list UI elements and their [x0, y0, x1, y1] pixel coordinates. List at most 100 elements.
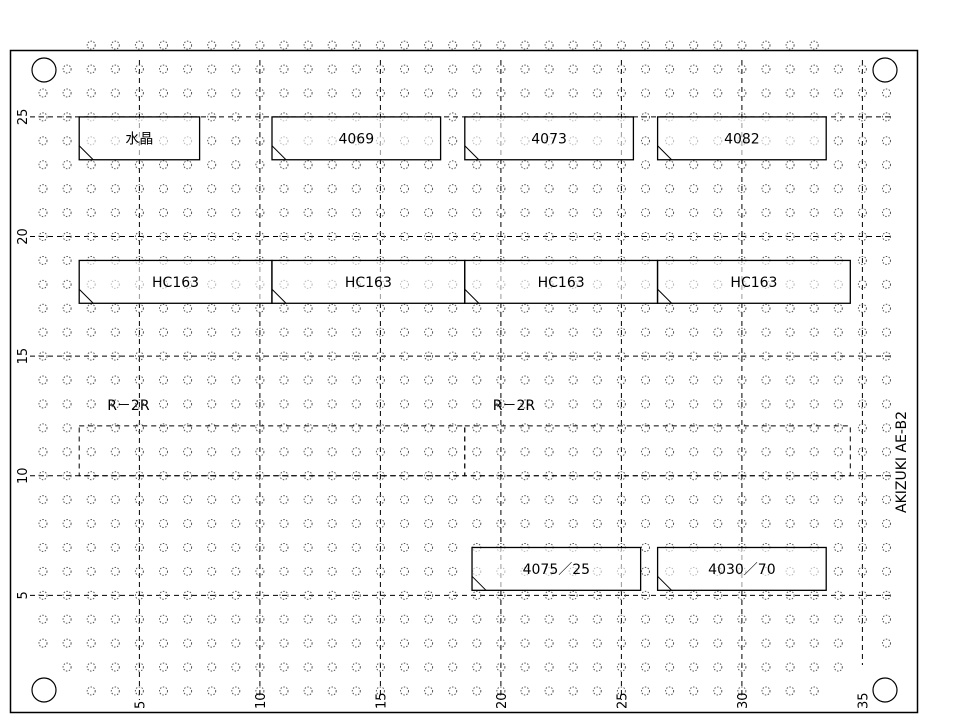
pad-hole [616, 327, 626, 337]
pad-hole [833, 327, 843, 337]
pad-hole [857, 327, 867, 337]
pad-hole [785, 423, 795, 433]
pad-hole [327, 303, 337, 313]
pad-hole [448, 184, 458, 194]
pad-hole [351, 638, 361, 648]
pad-hole [665, 614, 675, 624]
pad-hole [424, 542, 434, 552]
pad-hole [857, 184, 867, 194]
pad-hole [833, 208, 843, 218]
pad-hole [375, 64, 385, 74]
pad-hole [592, 40, 602, 50]
pad-hole [110, 232, 120, 242]
pad-hole [785, 662, 795, 672]
pad-hole [713, 447, 723, 457]
pad-hole [809, 64, 819, 74]
pad-hole [544, 208, 554, 218]
pad-hole [448, 64, 458, 74]
pad-hole [568, 447, 578, 457]
pad-hole [737, 686, 747, 696]
pad-hole [134, 423, 144, 433]
ic-outline [656, 259, 851, 304]
pad-hole [641, 112, 650, 122]
pad-hole [231, 447, 241, 457]
pad-hole [183, 471, 193, 481]
pad-hole [857, 495, 867, 505]
pad-hole [472, 327, 482, 337]
pad-hole [568, 208, 578, 218]
pad-hole [641, 686, 650, 696]
pad-hole [641, 495, 650, 505]
pad-hole [134, 662, 144, 672]
pad-hole [809, 638, 819, 648]
pad-hole [713, 495, 723, 505]
pad-hole [255, 351, 265, 361]
pad-hole [255, 160, 265, 170]
pad-hole [472, 399, 482, 409]
pad-hole [472, 160, 482, 170]
pad-hole [110, 184, 120, 194]
pad-hole [351, 614, 361, 624]
pad-hole [737, 590, 747, 600]
pad-hole [689, 495, 699, 505]
pad-hole [616, 590, 626, 600]
pad-hole [400, 160, 409, 170]
pad-hole [400, 614, 409, 624]
pad-hole [785, 160, 795, 170]
pad-hole [833, 184, 843, 194]
pad-hole [520, 638, 530, 648]
pad-hole [255, 40, 265, 50]
pad-hole [327, 423, 337, 433]
pad-hole [62, 184, 72, 194]
resistor-network-label: R－2R [493, 398, 536, 414]
pad-hole [592, 303, 602, 313]
pad-hole [713, 614, 723, 624]
pad-hole [809, 375, 819, 385]
pad-hole [183, 327, 193, 337]
pad-hole [303, 566, 313, 576]
pad-hole [62, 638, 72, 648]
pad-hole [785, 88, 795, 98]
pad-hole [231, 566, 241, 576]
pin1-notch [657, 145, 672, 161]
pad-hole [713, 638, 723, 648]
pad-hole [279, 64, 289, 74]
pad-hole [110, 590, 120, 600]
pad-hole [472, 375, 482, 385]
pad-hole [592, 423, 602, 433]
pad-hole [134, 88, 144, 98]
pad-hole [62, 64, 72, 74]
pad-hole [592, 160, 602, 170]
pad-hole [665, 232, 675, 242]
pad-hole [375, 638, 385, 648]
pad-hole [279, 208, 289, 218]
pad-hole [303, 208, 313, 218]
pad-hole [327, 375, 337, 385]
pad-hole [424, 88, 434, 98]
ic-label: 4069 [338, 131, 374, 147]
ic-label: 水晶 [125, 131, 153, 147]
pad-hole [134, 399, 144, 409]
pad-hole [592, 614, 602, 624]
pad-hole [665, 208, 675, 218]
pad-hole [882, 638, 891, 648]
pad-hole [641, 88, 650, 98]
pad-hole [38, 303, 48, 313]
pad-hole [134, 519, 144, 529]
pad-hole [400, 184, 409, 194]
pad-hole [665, 88, 675, 98]
pad-hole [424, 471, 434, 481]
pad-hole [351, 495, 361, 505]
pad-hole [857, 375, 867, 385]
pad-hole [207, 208, 217, 218]
pad-hole [327, 351, 337, 361]
pin1-notch [471, 575, 487, 591]
pad-hole [809, 208, 819, 218]
pad-hole [375, 208, 385, 218]
pad-hole [231, 399, 241, 409]
pad-hole [616, 351, 626, 361]
pad-hole [207, 542, 217, 552]
pad-hole [737, 351, 747, 361]
pad-hole [86, 519, 96, 529]
pad-hole [857, 614, 867, 624]
